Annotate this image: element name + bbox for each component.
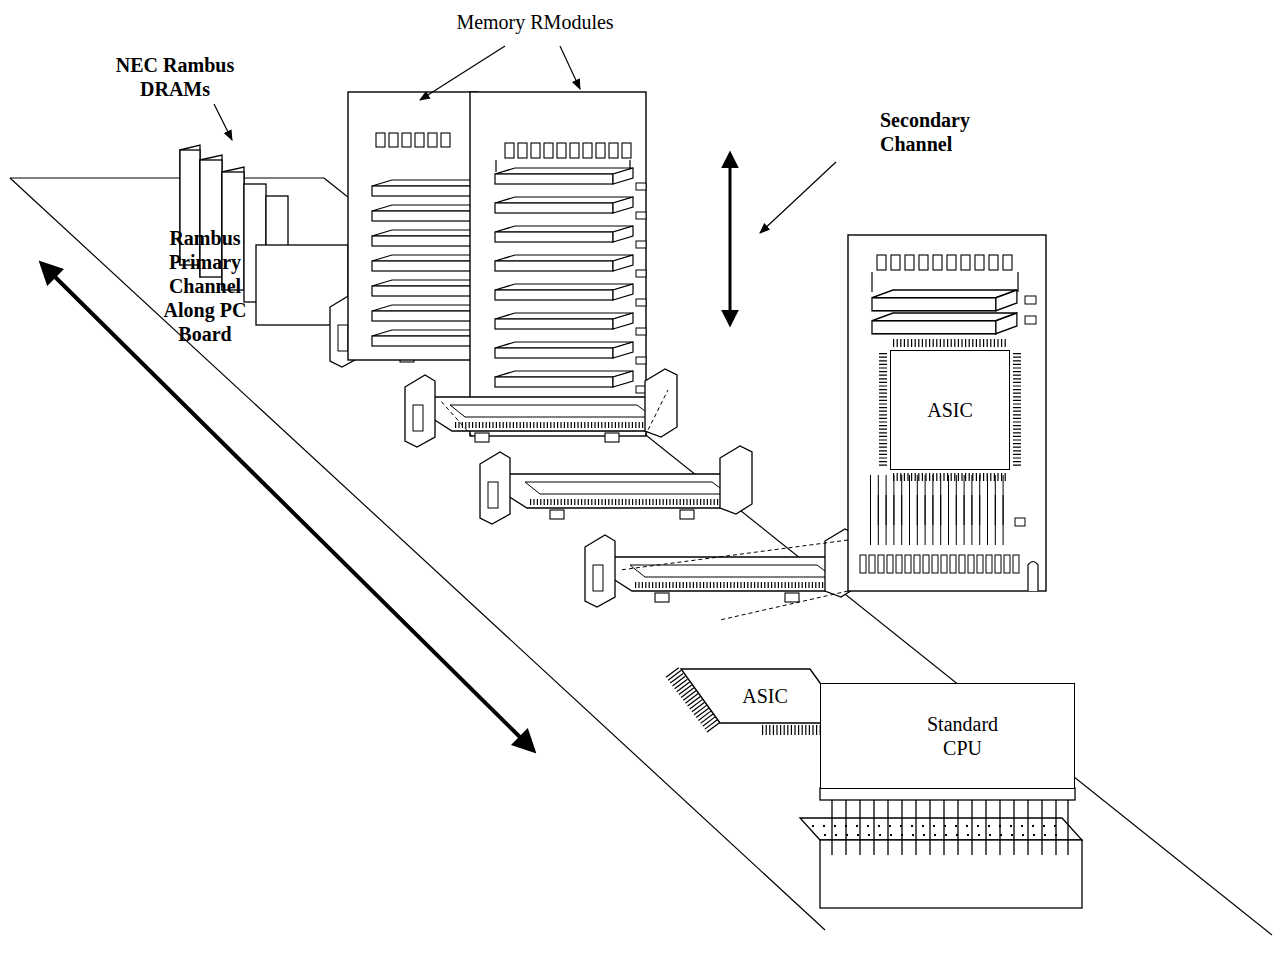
asic-chip: ASIC — [890, 350, 1010, 470]
channel-label: Rambus Primary Channel Along PC Board — [150, 226, 260, 346]
text-group: Standard CPU — [908, 712, 1018, 760]
part-label: Memory RModules — [440, 10, 630, 34]
chip-label: ASIC — [715, 684, 815, 708]
channel-label: Secondary Channel — [880, 108, 1020, 156]
cpu-chip: Standard CPU — [820, 683, 1075, 789]
chip-label: Standard CPU — [908, 712, 1018, 760]
chip-label: ASIC — [900, 398, 1000, 422]
part-label: NEC Rambus DRAMs — [100, 53, 250, 101]
text-group: ASIC — [900, 398, 1000, 422]
text-group: ASIC — [715, 684, 815, 708]
